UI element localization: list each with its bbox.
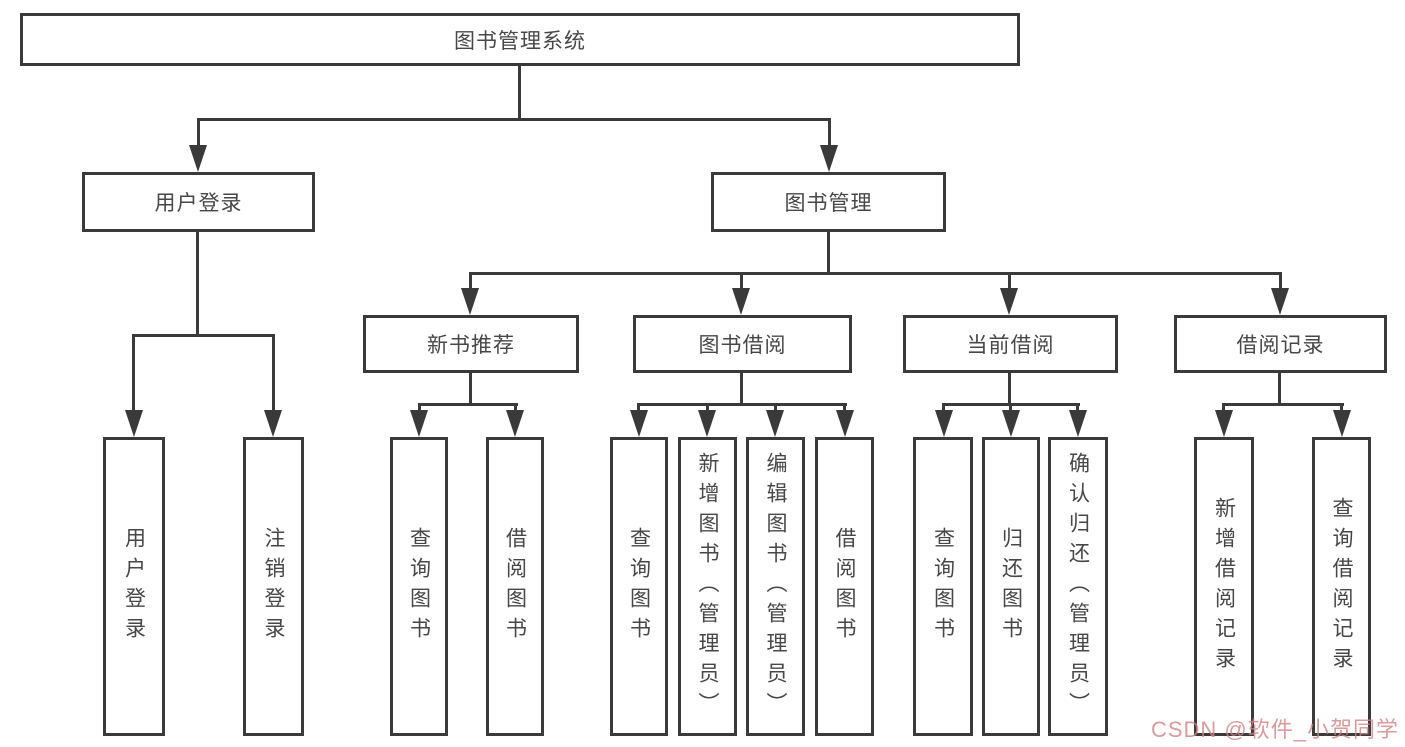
connector-line [942,403,945,414]
node-label: 当前借阅 [966,334,1055,357]
arrow-down-icon [820,145,838,172]
connector-line [1222,403,1225,414]
node-leaf-query-books: 查询图书 [913,437,973,736]
connector-line [197,118,831,121]
node-label: 编辑图书（管理员） [764,451,787,722]
node-leaf-query-books: 查询图书 [610,437,668,736]
node-label: 借阅记录 [1236,334,1325,357]
node-label: 查询图书 [627,526,651,647]
node-library-management-system: 图书管理系统 [20,13,1020,66]
arrow-down-icon [1333,410,1351,437]
connector-line [469,371,472,406]
node-label: 查询图书 [931,526,955,647]
connector-line [637,403,640,414]
node-label: 归还图书 [999,526,1023,647]
connector-line [843,403,846,414]
arrow-down-icon [1069,410,1087,437]
arrow-down-icon [264,410,282,437]
connector-line [1076,403,1079,414]
arrow-down-icon [630,410,648,437]
connector-line [132,334,275,337]
arrow-down-icon [125,410,143,437]
connector-line [196,230,199,337]
node-label: 借阅图书 [503,526,527,647]
node-leaf-confirm-return-admin: 确认归还（管理员） [1048,437,1108,736]
connector-line [418,403,518,406]
node-label: 用户登录 [154,192,243,215]
node-label: 查询图书 [407,526,431,647]
connector-line [1278,371,1281,406]
arrow-down-icon [1271,288,1289,315]
arrow-down-icon [461,288,479,315]
connector-line [740,272,743,292]
node-leaf-add-books-admin: 新增图书（管理员） [678,437,737,736]
arrow-down-icon [1002,410,1020,437]
connector-line [197,118,200,150]
connector-line [132,334,135,414]
node-label: 图书借阅 [698,334,787,357]
connector-line [1279,272,1282,292]
node-leaf-query-books: 查询图书 [390,437,448,736]
connector-line [514,403,517,414]
arrow-down-icon [506,410,524,437]
arrow-down-icon [836,410,854,437]
connector-line [469,272,1282,275]
node-label: 新增借阅记录 [1212,496,1236,677]
node-new-book-recommendation: 新书推荐 [363,315,579,373]
arrow-down-icon [1215,410,1233,437]
node-borrowing-records: 借阅记录 [1174,315,1387,373]
arrow-down-icon [732,288,750,315]
arrow-down-icon [698,410,716,437]
arrow-down-icon [1000,288,1018,315]
node-user-login: 用户登录 [82,172,315,232]
connector-line [828,118,831,150]
node-label: 新增图书（管理员） [696,451,719,722]
connector-line [418,403,421,414]
node-label: 确认归还（管理员） [1066,451,1090,722]
connector-line [740,371,743,406]
arrow-down-icon [410,410,428,437]
arrow-down-icon [189,145,207,172]
node-leaf-borrow-books: 借阅图书 [486,437,544,736]
node-book-management: 图书管理 [711,172,946,232]
connector-line [827,230,830,275]
connector-line [518,64,521,121]
arrow-down-icon [766,410,784,437]
csdn-watermark: CSDN @软件_小贺同学 [1150,717,1399,742]
node-leaf-borrow-books: 借阅图书 [815,437,874,736]
arrow-down-icon [935,410,953,437]
node-label: 新书推荐 [427,334,515,357]
connector-line [637,403,847,406]
connector-line [1008,371,1011,406]
connector-line [469,272,472,292]
connector-line [1008,272,1011,292]
node-label: 图书管理系统 [454,29,586,53]
node-label: 注销登录 [262,526,285,647]
connector-line [1340,403,1343,414]
connector-line [1009,403,1012,414]
node-leaf-edit-books-admin: 编辑图书（管理员） [746,437,805,736]
connector-line [1222,403,1344,406]
connector-line [272,334,275,414]
node-label: 用户登录 [122,526,146,647]
node-leaf-return-books: 归还图书 [982,437,1040,736]
connector-line [774,403,777,414]
node-leaf-add-borrow-record: 新增借阅记录 [1194,437,1254,736]
node-label: 图书管理 [784,192,873,215]
node-label: 查询借阅记录 [1330,496,1353,677]
node-label: 借阅图书 [833,526,856,647]
connector-line [706,403,709,414]
node-leaf-logout: 注销登录 [243,437,304,736]
node-book-borrowing: 图书借阅 [633,315,852,373]
node-current-borrowing: 当前借阅 [903,315,1118,373]
node-leaf-user-login: 用户登录 [103,437,165,736]
node-leaf-query-borrow-record: 查询借阅记录 [1312,437,1371,736]
